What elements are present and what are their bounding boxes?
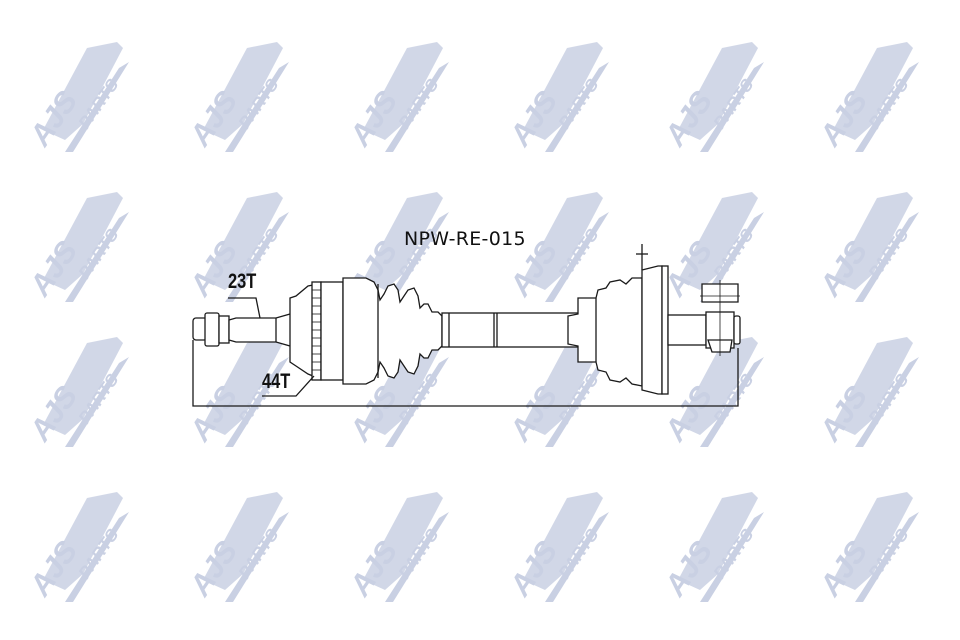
abs-teeth-label-44t: 44T <box>262 370 291 393</box>
spline-teeth-label-23t: 23T <box>228 270 257 293</box>
left-nut <box>192 312 230 347</box>
leader-23t <box>228 297 261 319</box>
outer-boot <box>342 277 443 385</box>
length-dimension-line <box>192 340 739 407</box>
shaft <box>441 312 579 348</box>
part-number-label: NPW-RE-015 <box>404 228 526 250</box>
inner-cv-flange <box>641 265 663 395</box>
stub-axle <box>228 308 297 352</box>
tripod-stub <box>667 314 707 346</box>
abs-ring <box>311 281 322 381</box>
leader-44t <box>262 375 315 397</box>
inner-boot <box>567 277 643 387</box>
